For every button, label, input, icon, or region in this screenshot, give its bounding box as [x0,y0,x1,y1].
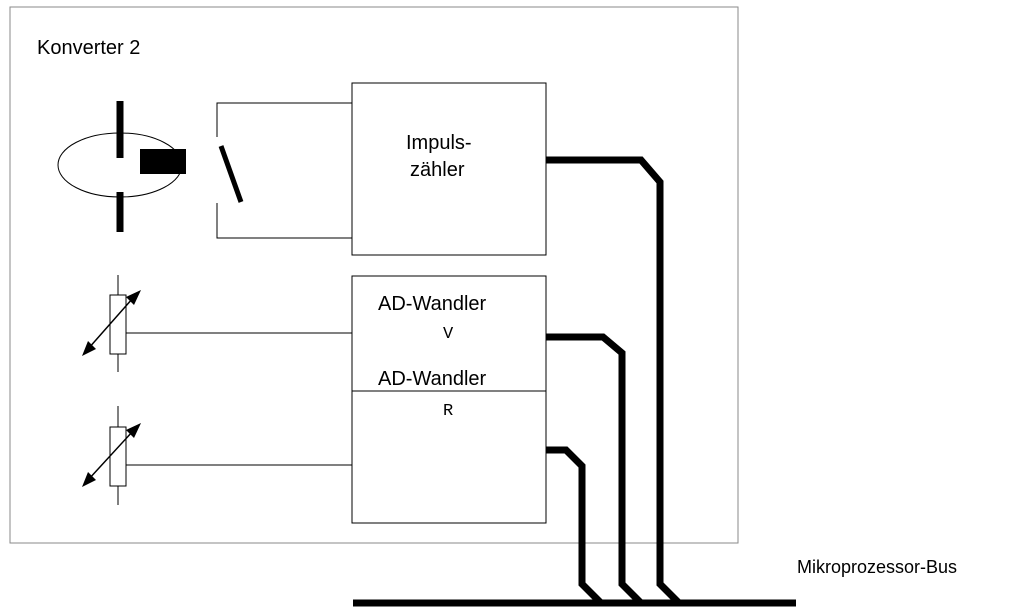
magnet-block [140,149,186,174]
resistor-2-arrowhead-tail [82,472,96,487]
ad-v-title: AD-Wandler [378,293,487,315]
bus-label: Mikroprozessor-Bus [797,557,957,577]
resistor-1-arrow-shaft [87,297,134,350]
bus-connection-pulse-counter [546,156,683,607]
pulse-counter-box [351,82,547,256]
ad-r-title: AD-Wandler [378,368,487,390]
converter-title: Konverter 2 [37,37,140,59]
resistor-2-body [109,426,127,487]
resistor-1-arrowhead-tip [126,290,141,305]
pulse-counter-label-line2: zähler [410,159,465,181]
switch-wire-bottom [216,203,352,239]
resistor-1-body [109,294,127,355]
converter-frame [9,6,739,544]
reed-sensor-symbol [57,101,186,232]
switch-contact [218,145,244,203]
switch-wire-top [216,102,352,137]
variable-resistor-1 [82,275,352,372]
ad-converter-box [351,275,547,524]
ad-v-unit: V [443,325,454,344]
ad-r-unit: R [443,402,453,421]
pulse-counter-label-line1: Impuls- [406,132,472,154]
bus-connection-ad-r [546,446,605,607]
resistor-2-arrowhead-tip [126,423,141,438]
resistor-1-arrowhead-tail [82,341,96,356]
reed-switch-symbol [216,102,352,239]
resistor-2-arrow-shaft [87,430,134,481]
bus-connection-ad-v [546,333,645,607]
variable-resistor-2 [82,406,352,505]
